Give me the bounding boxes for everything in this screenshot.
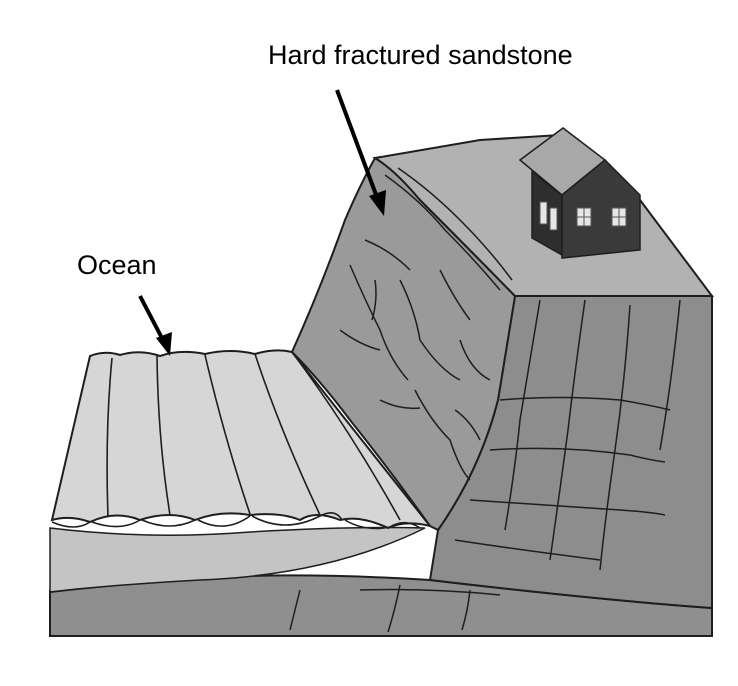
beach xyxy=(49,526,426,593)
house xyxy=(518,127,641,259)
arrows xyxy=(138,89,386,356)
sandstone-arrow xyxy=(335,89,380,201)
ocean-arrow xyxy=(138,295,166,343)
sandstone-label: Hard fractured sandstone xyxy=(268,40,573,70)
sandstone-arrowhead xyxy=(369,190,386,216)
ocean-wave-lines xyxy=(106,353,401,521)
house-windows xyxy=(539,201,627,231)
side-fractures xyxy=(289,299,681,633)
house-front-wall xyxy=(561,158,641,259)
cliff-fractures xyxy=(339,167,513,481)
ocean-label: Ocean xyxy=(77,250,157,280)
ocean-arrowhead xyxy=(156,332,172,356)
ocean-surface xyxy=(50,349,433,530)
wave-curls xyxy=(51,512,421,530)
